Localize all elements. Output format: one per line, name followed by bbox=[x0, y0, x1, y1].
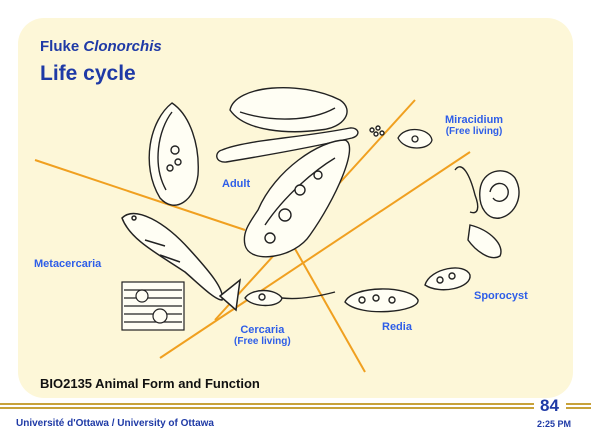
label-miracidium-note: (Free living) bbox=[445, 126, 503, 138]
cercaria-icon bbox=[245, 291, 335, 306]
slide-subtitle: Fluke Clonorchis bbox=[40, 38, 162, 55]
label-cercaria-note: (Free living) bbox=[234, 336, 291, 348]
page-number: 84 bbox=[540, 396, 559, 416]
label-adult: Adult bbox=[222, 178, 250, 190]
miracidium-icon bbox=[398, 130, 432, 148]
label-cercaria: Cercaria (Free living) bbox=[234, 324, 291, 348]
course-title: BIO2135 Animal Form and Function bbox=[40, 376, 260, 391]
label-redia: Redia bbox=[382, 321, 412, 333]
title-genus: Clonorchis bbox=[83, 38, 161, 55]
timestamp: 2:25 PM bbox=[537, 419, 571, 429]
label-sporocyst: Sporocyst bbox=[474, 290, 528, 302]
label-miracidium: Miracidium (Free living) bbox=[445, 114, 503, 138]
title-prefix: Fluke bbox=[40, 38, 83, 55]
university-name: Université d'Ottawa / University of Otta… bbox=[16, 418, 214, 429]
metacercaria-cyst-icon bbox=[122, 282, 184, 330]
sporocyst-icon bbox=[425, 225, 501, 290]
label-miracidium-name: Miracidium bbox=[445, 114, 503, 126]
adult-fluke-icon bbox=[244, 140, 349, 257]
redia-icon bbox=[345, 289, 418, 312]
snail-icon bbox=[455, 167, 519, 218]
slide-title: Life cycle bbox=[40, 62, 136, 86]
label-cercaria-name: Cercaria bbox=[240, 324, 284, 336]
footer-rule bbox=[0, 404, 591, 408]
fluke-egg-icon bbox=[149, 103, 198, 205]
label-metacercaria: Metacercaria bbox=[34, 258, 101, 270]
clam-icon bbox=[217, 88, 384, 162]
